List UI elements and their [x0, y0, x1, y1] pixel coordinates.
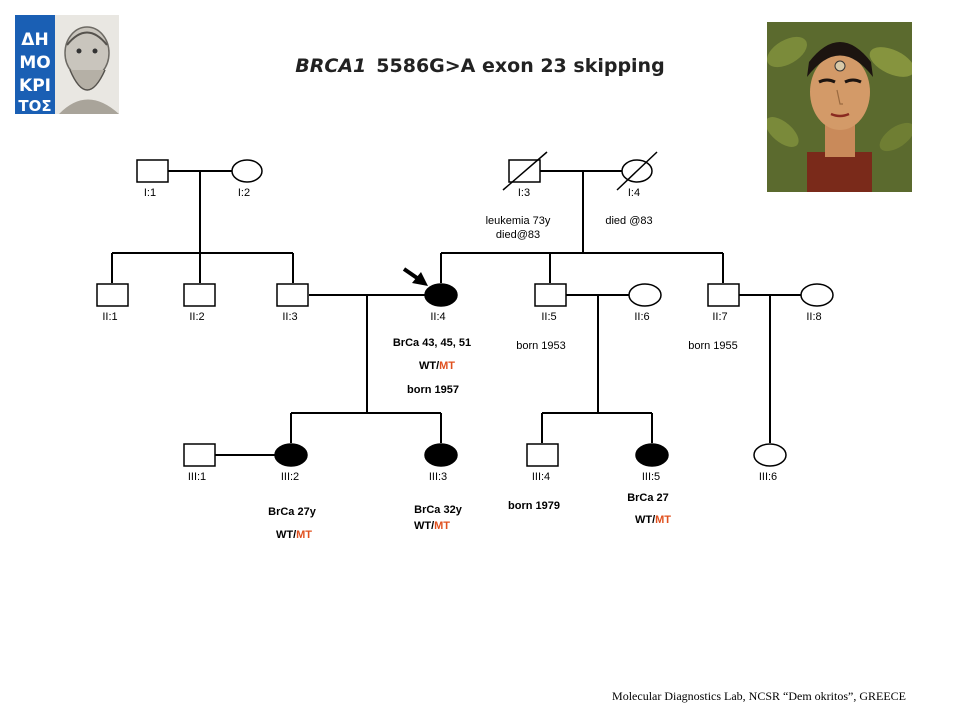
- genotype-mt: MT: [439, 360, 455, 372]
- annotation-II5: born 1953: [516, 340, 566, 352]
- individual-I2-female: [231, 159, 263, 183]
- label-III3: III:3: [429, 471, 447, 483]
- genotype-sep: /: [431, 520, 434, 532]
- individual-II6-female: [628, 283, 662, 307]
- annotation-III2: BrCa 27y: [268, 506, 317, 518]
- label-III2: III:2: [281, 471, 299, 483]
- genotype-sep: /: [652, 514, 655, 526]
- label-II8: II:8: [806, 311, 821, 323]
- label-I3: I:3: [518, 187, 530, 199]
- label-II5: II:5: [541, 311, 556, 323]
- individual-III3-female-affected: [424, 443, 458, 467]
- individual-III2-female-affected: [274, 443, 308, 467]
- label-I2: I:2: [238, 187, 250, 199]
- individual-II2-male: [183, 283, 216, 307]
- genotype-wt: WT: [635, 514, 652, 526]
- annotation-III3: BrCa 32y: [414, 504, 463, 516]
- genotype-wt: WT: [276, 529, 293, 541]
- label-II7: II:7: [712, 311, 727, 323]
- svg-text:ΜΟ: ΜΟ: [19, 53, 50, 73]
- genotype-II4: WT/MT: [419, 360, 455, 372]
- genotype-mt: MT: [296, 529, 312, 541]
- proband-arrow-icon: [402, 267, 428, 286]
- genotype-sep: /: [436, 360, 439, 372]
- label-III5: III:5: [642, 471, 660, 483]
- svg-text:ΔΗ: ΔΗ: [21, 30, 48, 50]
- pedigree-lines: [111, 170, 801, 456]
- svg-text:ΤΟΣ: ΤΟΣ: [18, 97, 51, 114]
- annotation-II4-cancer: BrCa 43, 45, 51: [393, 337, 471, 349]
- genotype-sep: /: [293, 529, 296, 541]
- deceased-mark-I3: [502, 151, 548, 191]
- annotation-III5: BrCa 27: [627, 492, 669, 504]
- genotype-III3: WT/MT: [414, 520, 450, 532]
- annotation-I3-line2: died@83: [496, 229, 540, 241]
- individual-I1-male: [136, 159, 169, 183]
- footer-credit: Molecular Diagnostics Lab, NCSR “Dem okr…: [612, 689, 906, 703]
- label-I1: I:1: [144, 187, 156, 199]
- genotype-mt: MT: [655, 514, 671, 526]
- deceased-mark-I4: [616, 151, 658, 191]
- genotype-III2: WT/MT: [276, 529, 312, 541]
- label-II4: II:4: [430, 311, 445, 323]
- label-I4: I:4: [628, 187, 640, 199]
- title-gene: BRCA1: [295, 55, 367, 77]
- annotation-I4: died @83: [605, 215, 652, 227]
- title-variant: 5586G>A exon 23 skipping: [376, 55, 665, 77]
- annotation-I3-line1: leukemia 73y: [486, 215, 551, 227]
- annotation-II7: born 1955: [688, 340, 738, 352]
- svg-text:ΚΡΙ: ΚΡΙ: [19, 76, 51, 96]
- individual-II3-male: [276, 283, 309, 307]
- individual-II1-male: [96, 283, 129, 307]
- genotype-wt: WT: [414, 520, 431, 532]
- label-II1: II:1: [102, 311, 117, 323]
- label-II6: II:6: [634, 311, 649, 323]
- individual-III4-male: [526, 443, 559, 467]
- label-II2: II:2: [189, 311, 204, 323]
- individual-III5-female-affected: [635, 443, 669, 467]
- genotype-mt: MT: [434, 520, 450, 532]
- annotation-III4: born 1979: [508, 500, 560, 512]
- portrait-image: [767, 22, 912, 192]
- label-III4: III:4: [532, 471, 550, 483]
- annotation-II4-born: born 1957: [407, 384, 459, 396]
- label-II3: II:3: [282, 311, 297, 323]
- individual-III1-male: [183, 443, 216, 467]
- democritos-logo: ΔΗ ΜΟ ΚΡΙ ΤΟΣ: [15, 15, 119, 114]
- individual-II5-male: [534, 283, 567, 307]
- label-III6: III:6: [759, 471, 777, 483]
- label-III1: III:1: [188, 471, 206, 483]
- individual-II4-female-affected: [424, 283, 458, 307]
- slide-title: BRCA1 5586G>A exon 23 skipping: [0, 55, 960, 77]
- individual-II7-male: [707, 283, 740, 307]
- individual-III6-female: [753, 443, 787, 467]
- genotype-III5: WT/MT: [635, 514, 671, 526]
- genotype-wt: WT: [419, 360, 436, 372]
- individual-II8-female: [800, 283, 834, 307]
